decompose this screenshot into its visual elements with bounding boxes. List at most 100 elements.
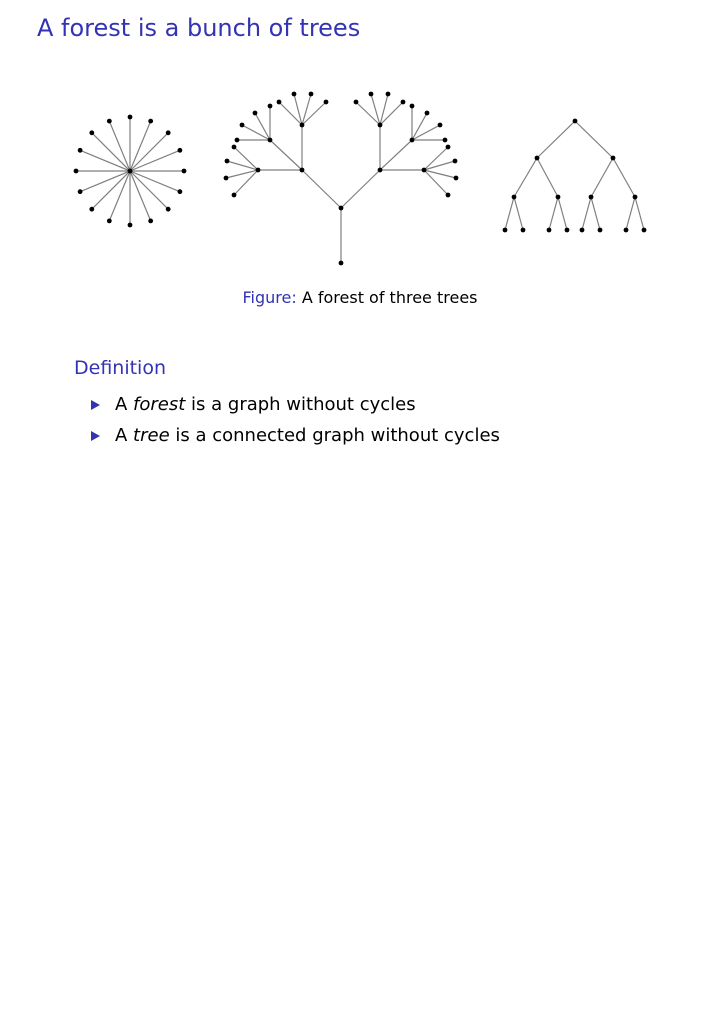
tree-node [641,227,647,233]
caption-text: A forest of three trees [301,288,478,307]
tree-edge [355,101,381,126]
tree-node [445,144,451,150]
tree-edge [379,139,413,171]
tree-node [409,137,415,143]
star-tree [73,114,187,228]
tree-edge [254,112,271,141]
tree-node [623,227,629,233]
definition-item-forest: A forest is a graph without cycles [91,394,500,425]
tree-edge [91,170,131,210]
item-text: A tree is a connected graph without cycl… [115,425,500,446]
tree-node [453,175,459,181]
tree-node [377,167,383,173]
tree-node [234,137,240,143]
tree-edge [513,196,524,231]
tree-node [338,260,344,266]
item-term: forest [133,394,186,415]
tree-node [127,168,133,174]
tree-edge [548,196,559,231]
tree-edge [301,101,327,126]
tree-node [291,91,297,97]
tree-node [299,167,305,173]
tree-edge [625,196,636,231]
tree-node [267,137,273,143]
tree-edge [612,157,636,198]
tree-node [181,168,187,174]
binary-tree [502,118,647,233]
tree-edge [411,124,441,141]
fractal-tree [223,91,459,266]
item-prefix: A [115,425,134,446]
tree-edge [634,196,645,231]
tree-node [148,118,154,124]
tree-node [338,205,344,211]
tree-node [377,122,383,128]
definition-title: Definition [74,357,167,379]
tree-edge [79,149,131,172]
tree-edge [340,169,381,209]
item-suffix: is a graph without cycles [185,394,416,415]
tree-node [421,167,427,173]
tree-edge [536,120,576,159]
slide-title: A forest is a bunch of trees [37,14,361,42]
tree-node [452,158,458,164]
tree-node [308,91,314,97]
tree-node [127,222,133,228]
item-suffix: is a connected graph without cycles [169,425,500,446]
tree-edge [423,146,449,171]
tree-edge [574,120,614,159]
tree-node [442,137,448,143]
tree-node [276,99,282,105]
tree-edge [370,93,381,126]
tree-edge [278,101,303,126]
tree-node [323,99,329,105]
definition-item-tree: A tree is a connected graph without cycl… [91,425,500,456]
tree-node [385,91,391,97]
tree-node [77,189,83,195]
tree-node [353,99,359,105]
tree-node [127,114,133,120]
tree-node [106,118,112,124]
tree-node [89,206,95,212]
tree-edge [269,139,303,171]
tree-edge [108,170,131,222]
tree-node [437,122,443,128]
tree-node [409,103,415,109]
tree-node [597,227,603,233]
tree-node [106,218,112,224]
definition-list: A forest is a graph without cycles A tre… [91,394,500,456]
tree-edge [301,169,342,209]
tree-node [252,110,258,116]
tree-edge [129,120,152,172]
tree-node [299,122,305,128]
tree-edge [91,132,131,172]
tree-node [89,130,95,136]
tree-node [555,194,561,200]
tree-node [223,175,229,181]
tree-node [502,227,508,233]
tree-node [445,192,451,198]
tree-node [511,194,517,200]
tree-edge [411,112,428,141]
item-text: A forest is a graph without cycles [115,394,416,415]
tree-edge [129,132,169,172]
tree-node [546,227,552,233]
tree-node [579,227,585,233]
figure-caption: Figure: A forest of three trees [0,288,720,307]
tree-node [231,144,237,150]
tree-edge [129,170,181,193]
tree-node [231,192,237,198]
tree-edge [504,196,515,231]
tree-node [148,218,154,224]
tree-node [632,194,638,200]
tree-node [77,147,83,153]
tree-edge [513,157,538,198]
bullet-triangle-icon [91,431,100,441]
item-term: tree [133,425,170,446]
tree-edge [423,169,449,196]
tree-node [267,103,273,109]
tree-edge [423,169,457,179]
tree-node [255,167,261,173]
tree-node [610,155,616,161]
tree-node [165,130,171,136]
